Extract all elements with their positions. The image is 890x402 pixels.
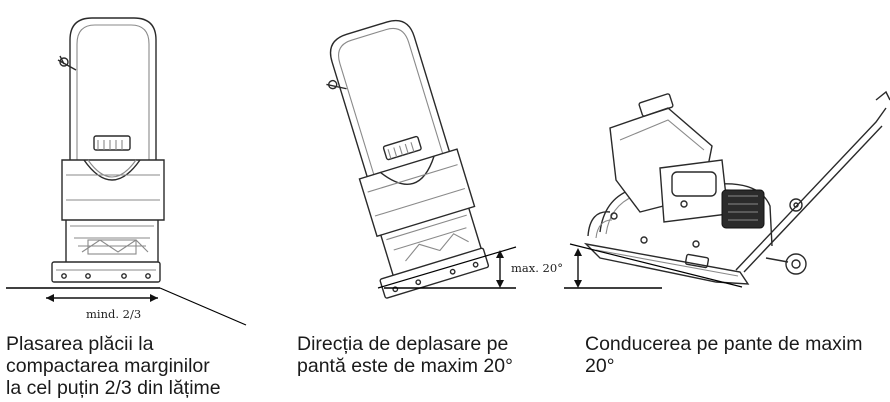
caption-panel-1: Plasarea plăcii la compactarea marginilo… [6,333,221,399]
panel-1-compactor-front [51,17,165,283]
caption-2-line-2: pantă este de maxim 20° [297,355,513,377]
caption-1-line-1: Plasarea plăcii la [6,333,154,355]
slope-line-2 [377,246,517,289]
caption-panel-3: Conducerea pe pante de maxim 20° [585,333,863,377]
caption-panel-2: Direcția de deplasare pe pantă este de m… [297,333,513,377]
edge-slope-line [159,287,247,326]
panel-3-compactor-side [583,90,890,285]
caption-3-line-1: Conducerea pe pante de maxim [585,333,863,355]
width-ratio-label: mind. 2/3 [86,307,141,321]
width-arrow [46,294,158,302]
panel-2-compactor-tilted [326,19,490,299]
angle-height-arrow-2 [496,250,504,288]
max-angle-label-2: max. 20° [511,261,563,275]
caption-3-line-2: 20° [585,355,615,377]
caption-1-line-2: compactarea marginilor [6,355,210,377]
angle-height-arrow-3 [574,248,582,288]
slope-line-3 [569,243,743,288]
caption-1-line-3: la cel puțin 2/3 din lățime [6,377,221,399]
caption-2-line-1: Direcția de deplasare pe [297,333,509,355]
